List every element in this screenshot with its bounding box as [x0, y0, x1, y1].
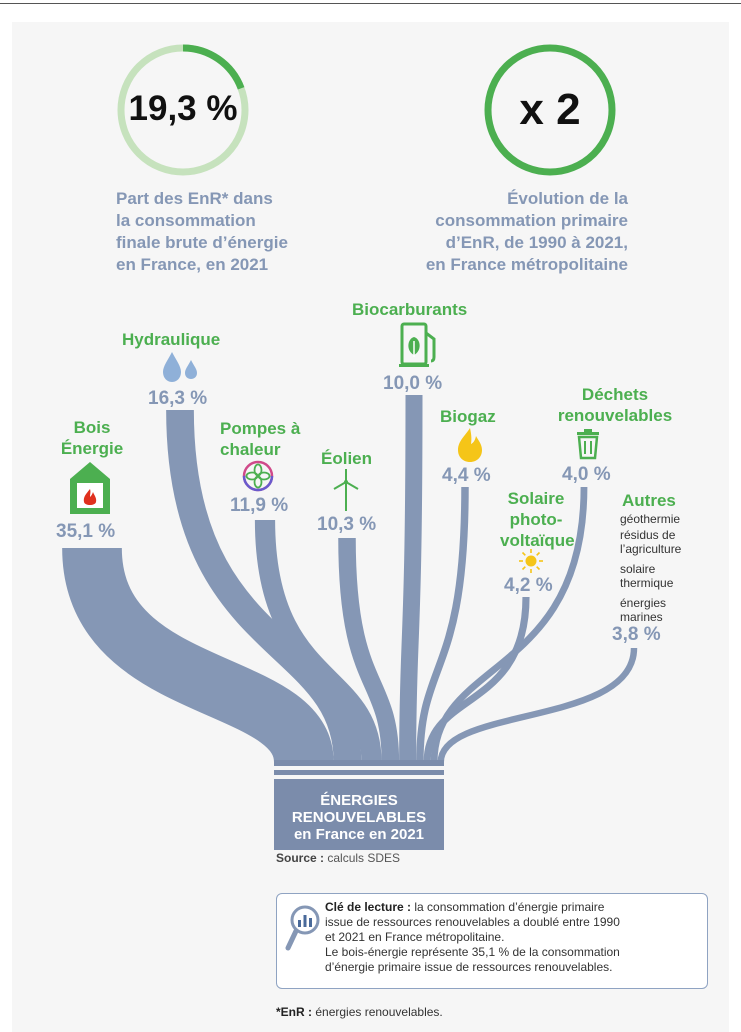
autres-label: Autres: [622, 491, 676, 510]
growth-ring-circle: [484, 44, 616, 176]
sankey-flow-6: [423, 596, 530, 763]
hydraulique-value: 16,3 %: [148, 388, 208, 409]
sun-icon: [519, 549, 543, 573]
sankey-flow-3: [338, 537, 400, 763]
biocarburants-value: 10,0 %: [383, 373, 443, 394]
source-label: Source :: [276, 851, 325, 865]
reading-key-line: et 2021 en France métropolitaine.: [325, 930, 505, 944]
trunk-base: [274, 779, 444, 850]
reading-key-line1: la consommation d’énergie primaire: [414, 900, 605, 914]
autres-value: 3,8 %: [612, 624, 661, 645]
dechets-value: 4,0 %: [562, 464, 611, 485]
reading-key-line: Le bois-énergie représente 35,1 % de la …: [325, 945, 620, 959]
trunk-band: [274, 760, 444, 766]
sankey-flow-0: [62, 546, 334, 766]
reading-key-text: Clé de lecture : la consommation d’énerg…: [325, 900, 705, 975]
share-desc-line: la consommation: [116, 211, 256, 230]
sankey-flow-2: [254, 519, 382, 763]
flame-icon: [458, 428, 482, 462]
autres-note-line: marines: [620, 610, 663, 624]
sankey-flow-1: [166, 409, 362, 763]
pompes-chaleur-value: 11,9 %: [230, 495, 289, 516]
bois-energie-value: 35,1 %: [56, 521, 116, 542]
autres-note-line: énergies: [620, 596, 667, 610]
footnote-label: *EnR :: [276, 1005, 312, 1019]
share-desc-line: finale brute d’énergie: [116, 233, 288, 252]
share-value: 19,3 %: [128, 89, 238, 128]
growth-desc-line: Évolution de la: [507, 189, 628, 208]
label-line: Solaire: [507, 489, 565, 508]
share-ring: [117, 44, 249, 176]
bois-energie-label: Bois Énergie: [52, 417, 132, 459]
label-line: Déchets: [581, 385, 649, 404]
autres-note-line: thermique: [620, 576, 674, 590]
autres-note-line: l’agriculture: [620, 542, 682, 556]
eolien-value: 10,3 %: [317, 514, 377, 535]
share-ring-progress: [182, 44, 245, 90]
sankey-flow-4: [399, 394, 423, 763]
autres-note-line: solaire: [620, 562, 656, 576]
autres-note-line: géothermie: [620, 512, 681, 526]
infographic-panel: [12, 22, 729, 1032]
water-drops-icon: [163, 352, 197, 382]
sankey-flow-8: [437, 647, 638, 763]
growth-description: Évolution de la consommation primaire d’…: [360, 188, 628, 276]
eolien-label: Éolien: [321, 449, 373, 468]
label-line: Pompes à: [220, 419, 301, 438]
trunk-band: [274, 770, 444, 775]
growth-desc-line: consommation primaire: [435, 211, 628, 230]
magnifier-chart-icon: [285, 905, 320, 951]
footnote: *EnR : énergies renouvelables.: [276, 1005, 443, 1019]
heat-pump-icon: [242, 460, 274, 492]
pompes-chaleur-label: Pompes à chaleur: [220, 418, 300, 460]
bois-energie-icon: [70, 462, 110, 514]
reading-key-line: issue de ressources renouvelables a doub…: [325, 915, 620, 929]
wind-turbine-icon: [333, 469, 359, 511]
target-line: en France en 2021: [293, 826, 425, 843]
label-line: renouvelables: [557, 406, 673, 425]
reading-key-line: Clé de lecture : la consommation d’énerg…: [325, 900, 705, 915]
solaire-pv-value: 4,2 %: [504, 575, 553, 596]
growth-value: x 2: [519, 85, 581, 134]
target-line: ÉNERGIES: [320, 792, 398, 809]
share-desc-line: en France, en 2021: [116, 255, 269, 274]
reading-key-line: d’énergie primaire issue de ressources r…: [325, 960, 613, 974]
growth-desc-line: d’EnR, de 1990 à 2021,: [445, 233, 628, 252]
label-line: Énergie: [60, 439, 124, 458]
sankey-flows: [62, 394, 638, 766]
biogaz-value: 4,4 %: [442, 465, 491, 486]
target-label: ÉNERGIES RENOUVELABLES en France en 2021: [274, 792, 444, 843]
dechets-label: Déchets renouvelables: [546, 384, 684, 426]
autres-note-line: résidus de: [620, 528, 676, 542]
growth-ring: [484, 44, 616, 176]
label-line: Bois: [73, 418, 111, 437]
sankey-flow-7: [430, 486, 588, 763]
trash-bin-icon: [577, 429, 599, 460]
share-description: Part des EnR* dans la consommation final…: [116, 188, 346, 276]
label-line: voltaïque: [500, 531, 575, 550]
target-line: RENOUVELABLES: [291, 809, 427, 826]
footnote-text: énergies renouvelables.: [315, 1005, 443, 1019]
label-line: photo-: [509, 510, 563, 529]
biocarburants-label: Biocarburants: [352, 300, 468, 319]
reading-key-label: Clé de lecture :: [325, 900, 412, 914]
biogaz-label: Biogaz: [440, 407, 496, 426]
source-text: calculs SDES: [327, 851, 401, 865]
share-desc-line: Part des EnR* dans: [116, 189, 273, 208]
source-note: Source : calculs SDES: [276, 851, 400, 865]
reading-key-box: Clé de lecture : la consommation d’énerg…: [276, 893, 708, 989]
growth-desc-line: en France métropolitaine: [425, 255, 628, 274]
hydraulique-label: Hydraulique: [122, 330, 221, 349]
fuel-pump-icon: [399, 322, 436, 367]
top-divider: [0, 3, 741, 4]
solaire-pv-label: Solaire photo- voltaïque: [500, 488, 575, 551]
sankey-flow-5: [416, 486, 469, 763]
label-line: chaleur: [220, 440, 281, 459]
